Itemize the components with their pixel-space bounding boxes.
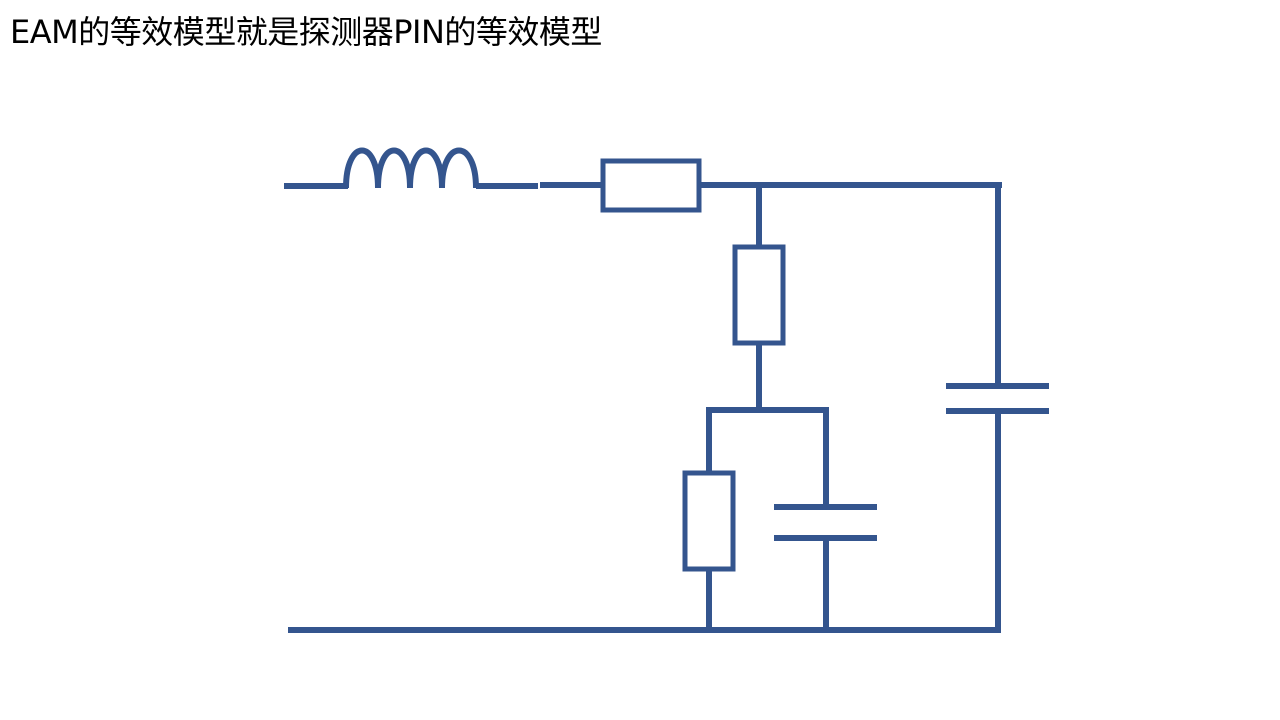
circuit-components: [600, 158, 1049, 572]
slide-title: EAM的等效模型就是探测器PIN的等效模型: [10, 13, 602, 51]
series-inductor: [343, 147, 479, 189]
junction-capacitor: [774, 504, 877, 541]
shunt-resistor: [732, 244, 786, 346]
junction-resistor: [682, 470, 736, 572]
parasitic-capacitor: [946, 383, 1049, 414]
series-resistor: [600, 158, 702, 213]
circuit-wires: [284, 147, 1002, 633]
